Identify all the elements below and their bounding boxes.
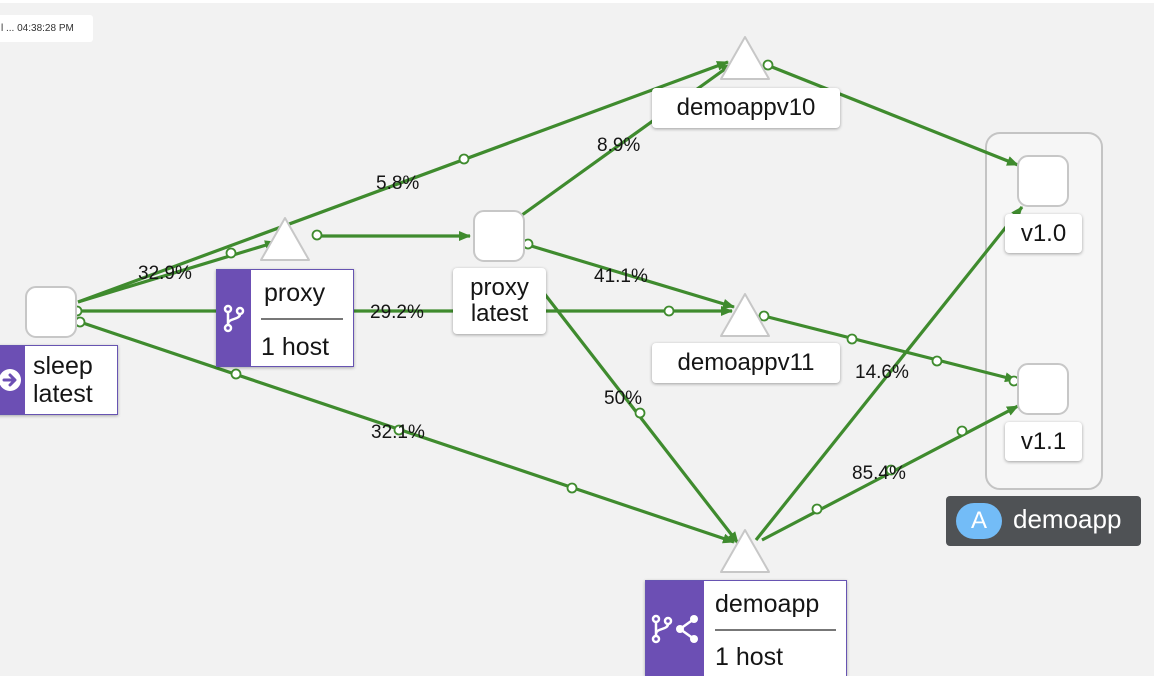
proxy-service-hosts: 1 host [261,333,330,361]
node-sleep[interactable] [25,286,77,338]
edge-sleep-demoappv10[interactable] [77,60,729,304]
node-proxy-latest-label[interactable]: proxy latest [453,268,546,334]
node-demoappv10-label[interactable]: demoappv10 [652,88,840,128]
edge-sleep-demoapp[interactable] [79,320,735,544]
edge-handle[interactable] [758,310,770,322]
edge-handle[interactable] [230,368,242,380]
node-demoapp-service-label[interactable]: demoapp 1 host [645,580,847,676]
edge-handle[interactable] [846,333,858,345]
edge-label-e9: 85.4% [852,463,906,484]
arrow-right-icon [0,369,21,391]
node-proxy-service-label[interactable]: proxy 1 host [216,269,354,367]
edge-demoapp-v10[interactable] [754,206,1024,541]
node-v1-0-label[interactable]: v1.0 [1005,214,1082,253]
app-group-chip[interactable]: A demoapp [946,496,1141,546]
edge-handle[interactable] [458,153,470,165]
edge-handle[interactable] [634,407,646,419]
app-group-name: demoapp [1013,504,1122,534]
edge-handle[interactable] [762,59,774,71]
edge-handle[interactable] [311,229,323,241]
proxy-badge [217,270,251,366]
edge-handle[interactable] [393,424,405,436]
edge-label-e6: 14.6% [855,362,909,383]
edge-label-e4: 41.1% [594,266,648,287]
node-demoappv11[interactable] [720,293,770,337]
node-v1-0[interactable] [1017,155,1069,207]
node-proxy-service-triangle[interactable] [260,217,310,261]
graph-timestamp: l ... 04:38:28 PM [0,15,93,42]
edge-handle[interactable] [931,355,943,367]
edge-demoappv11-v11[interactable] [763,314,1017,383]
edge-handle[interactable] [885,464,897,476]
demoapp-service-hosts: 1 host [715,643,784,671]
edge-label-e5: 29.2% [370,302,424,323]
node-demoapp-service-triangle[interactable] [720,529,770,573]
divider [715,629,836,631]
sleep-badge [0,346,25,414]
node-demoappv11-label[interactable]: demoappv11 [652,343,840,383]
edge-label-e7: 50% [604,388,642,409]
proxy-service-name: proxy [264,279,326,307]
node-v1-1[interactable] [1017,363,1069,415]
app-badge: A [956,503,1002,539]
demoapp-service-name: demoapp [715,590,820,618]
edge-handle[interactable] [663,305,675,317]
edge-handle[interactable] [811,503,823,515]
node-sleep-label[interactable]: sleep latest [0,345,118,415]
branch-share-icon [651,614,698,643]
divider [261,318,343,320]
top-edge [0,0,1154,3]
demoapp-badge [646,581,704,676]
edge-demoappv10-v10[interactable] [766,63,1019,167]
edge-label-e2: 32.9% [138,263,192,284]
edge-label-e3: 8.9% [597,135,640,156]
edge-proxy-demoappv11-b[interactable] [527,243,735,309]
node-v1-1-label[interactable]: v1.1 [1005,422,1082,461]
edge-handle[interactable] [566,482,578,494]
edge-handle[interactable] [225,247,237,259]
node-proxy-latest[interactable] [473,210,525,262]
edge-label-e1: 5.8% [376,173,419,194]
node-demoappv10[interactable] [720,36,770,80]
sleep-label-text: sleep latest [33,352,93,408]
edge-label-e8: 32.1% [371,422,425,443]
edge-handle[interactable] [956,425,968,437]
git-branch-icon [223,304,245,333]
edge-sleep-proxy-service[interactable] [77,240,277,304]
